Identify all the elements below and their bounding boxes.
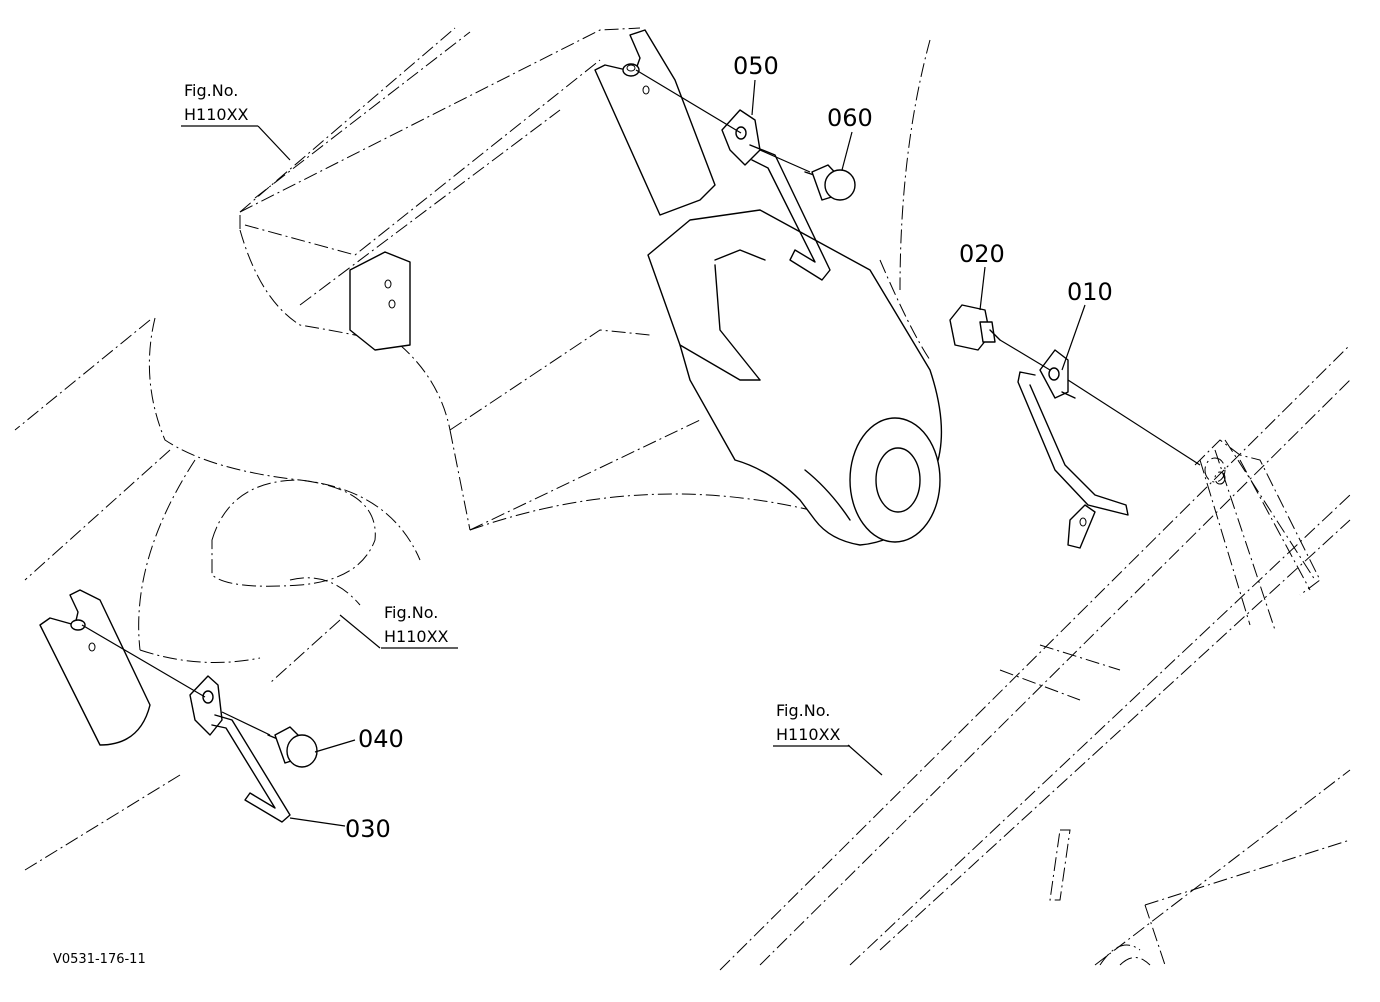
boom-knuckle [647,209,943,546]
figure-ref-3: Fig.No. H110XX [773,701,850,747]
bolt-060 [804,164,856,201]
bolt-040 [267,726,318,768]
lower-arm-outline [14,317,421,871]
bolt-020 [949,304,1001,351]
figure-ref-code: H110XX [776,725,841,744]
figure-ref-2: Fig.No. H110XX [381,603,458,649]
part-callout-050: 050 [733,52,779,80]
hose-clamp-030 [189,675,291,823]
figure-ref-label: Fig.No. [776,701,830,720]
hose-clamp-010 [1017,349,1129,549]
left-mount-block [349,251,411,351]
drawing-code: V0531-176-11 [53,952,146,967]
part-callout-020: 020 [959,240,1005,268]
lower-mount-plate [39,589,151,746]
right-mount-plate [1194,439,1321,596]
figure-ref-1: Fig.No. H110XX [181,81,258,127]
part-callout-060: 060 [827,104,873,132]
figure-ref-code: H110XX [184,105,249,124]
upper-boom-outline [239,27,931,531]
right-boom-outline [719,344,1351,971]
part-callout-040: 040 [358,725,404,753]
part-callout-010: 010 [1067,278,1113,306]
part-callout-030: 030 [345,815,391,843]
figure-ref-label: Fig.No. [184,81,238,100]
figure-ref-code: H110XX [384,627,449,646]
callout-leaders [257,79,1086,827]
upper-mount-plate [594,29,716,216]
figure-ref-label: Fig.No. [384,603,438,622]
